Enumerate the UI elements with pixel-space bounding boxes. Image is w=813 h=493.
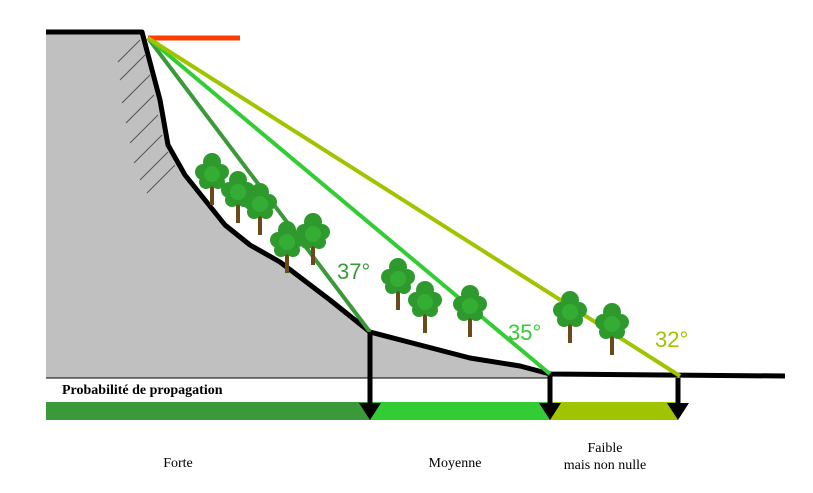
band-label-faible-line2: mais non nulle bbox=[563, 458, 647, 473]
arrow-down-icon bbox=[359, 332, 381, 420]
band-faible bbox=[550, 402, 678, 420]
energy-line-35 bbox=[146, 36, 552, 376]
band-moyenne bbox=[370, 402, 550, 420]
band-label-forte: Forte bbox=[163, 456, 193, 471]
ground-profile bbox=[46, 29, 786, 379]
band-forte bbox=[46, 402, 370, 420]
arrow-down-icon bbox=[667, 378, 689, 420]
tree-icon bbox=[453, 285, 487, 337]
angle-label-35: 35° bbox=[508, 320, 541, 345]
band-label-moyenne: Moyenne bbox=[428, 456, 482, 471]
band-label-faible-line1: Faible bbox=[587, 441, 623, 456]
cliff-hatching bbox=[117, 39, 176, 194]
cliff-slope bbox=[46, 30, 550, 378]
tree-icon bbox=[595, 303, 629, 355]
tree-icon bbox=[408, 281, 442, 333]
legend-title: Probabilité de propagation bbox=[62, 383, 223, 398]
angle-label-37: 37° bbox=[337, 259, 370, 284]
angle-label-32: 32° bbox=[655, 327, 688, 352]
energy-line-32 bbox=[146, 36, 682, 378]
arrow-down-icon bbox=[539, 376, 561, 420]
band-label-faible: Faible mais non nulle bbox=[550, 440, 660, 474]
tree-icon bbox=[296, 213, 330, 265]
